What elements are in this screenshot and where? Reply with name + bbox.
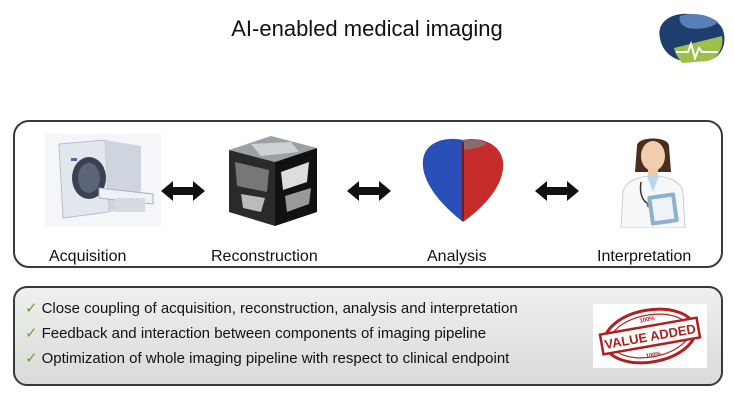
- svg-text:100%: 100%: [639, 316, 656, 325]
- double-arrow-icon: [161, 181, 205, 201]
- check-icon: ✓: [25, 300, 38, 317]
- check-icon: ✓: [25, 325, 38, 342]
- stage-label: Reconstruction: [211, 248, 318, 265]
- stage-label: Acquisition: [49, 248, 127, 265]
- double-arrow-icon: [347, 181, 391, 201]
- image-volume-cube: [229, 136, 317, 226]
- stage-analysis: Analysis: [407, 132, 527, 272]
- doctor-with-clipboard: [620, 138, 686, 228]
- value-added-stamp-graphic: VALUE ADDED 100% 100%: [598, 307, 702, 365]
- stage-acquisition: Acquisition: [33, 132, 161, 272]
- benefit-item: ✓Feedback and interaction between compon…: [25, 325, 487, 342]
- stage-reconstruction: Reconstruction: [211, 132, 341, 272]
- double-arrow-icon: [535, 181, 579, 201]
- value-added-stamp: VALUE ADDED 100% 100%: [593, 304, 707, 368]
- page-title: AI-enabled medical imaging: [231, 16, 503, 41]
- stage-label: Analysis: [427, 248, 487, 265]
- stage-label: Interpretation: [597, 248, 692, 265]
- benefits-panel: ✓Close coupling of acquisition, reconstr…: [13, 286, 723, 386]
- imaging-pipeline-panel: Acquisition Reconstruction Analysis: [13, 120, 723, 268]
- benefit-item: ✓Close coupling of acquisition, reconstr…: [25, 300, 518, 317]
- stage-interpretation: Interpretation: [589, 132, 715, 272]
- heart-segmentation-model: [422, 138, 504, 222]
- mri-scanner-image: [45, 134, 161, 226]
- svg-text:100%: 100%: [645, 351, 662, 360]
- benefit-item: ✓Optimization of whole imaging pipeline …: [25, 350, 510, 367]
- check-icon: ✓: [25, 350, 38, 367]
- institution-logo: [659, 13, 725, 63]
